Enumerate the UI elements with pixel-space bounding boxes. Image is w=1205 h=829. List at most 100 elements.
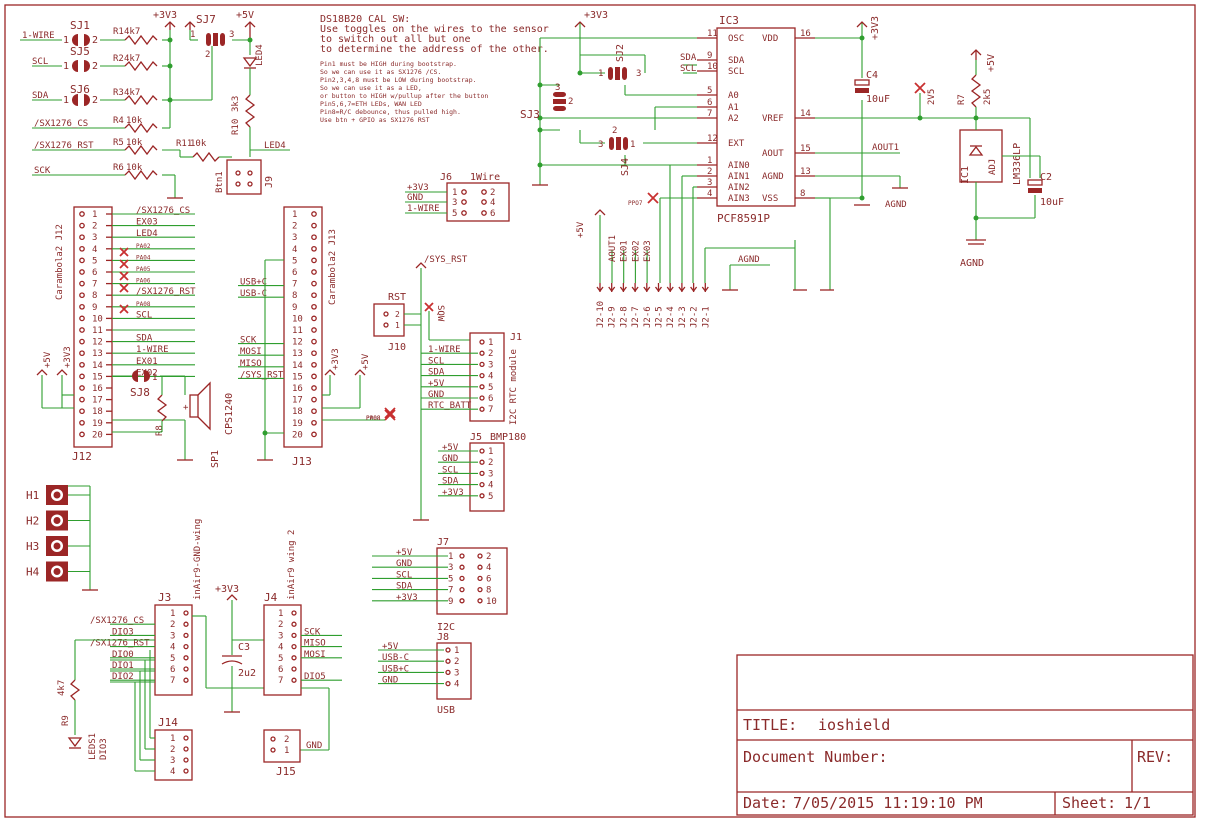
j6-pin-number: 4 <box>490 198 495 208</box>
svg-text:Pin2,3,4,8 must be LOW during: Pin2,3,4,8 must be LOW during bootstrap. <box>320 76 477 84</box>
title-value: ioshield <box>818 716 890 734</box>
j2-pin-label: J2-3 <box>678 306 688 328</box>
date-label: Date: <box>743 794 788 812</box>
j15-pin-number: 1 <box>284 746 289 756</box>
svg-text:IC1: IC1 <box>960 166 971 184</box>
j7-net-label: +5V <box>396 548 413 558</box>
svg-text:4k7: 4k7 <box>124 27 140 37</box>
svg-text:10k: 10k <box>126 116 143 126</box>
pin-number: 1 <box>488 338 493 348</box>
sj1-jumper: SJ1 1-WIRE 1 2 <box>20 19 125 46</box>
j3-net-label: DIO0 <box>112 650 134 660</box>
svg-text:+3V3: +3V3 <box>584 10 608 21</box>
svg-text:+3V3: +3V3 <box>407 183 429 193</box>
pin-number: 4 <box>454 680 459 690</box>
svg-text:SJ4: SJ4 <box>620 158 631 176</box>
svg-text:SQW: SQW <box>435 305 445 322</box>
j3-pin-number: 3 <box>170 631 175 641</box>
j4-net-label: DIO5 <box>304 672 326 682</box>
j13-net-label: /SYS_RST <box>240 370 284 380</box>
j13-net-label: USB-C <box>240 289 267 299</box>
svg-text:AOUT1: AOUT1 <box>872 143 899 153</box>
svg-text:4k7: 4k7 <box>124 88 140 98</box>
svg-text:SCL: SCL <box>680 64 696 74</box>
j13-pin-number: 19 <box>292 419 303 429</box>
svg-text:10k: 10k <box>126 138 143 148</box>
j13-pin-number: 12 <box>292 338 303 348</box>
left-signal-nets: /SX1276_CS /SX1276_RST SCK <box>32 119 125 176</box>
hole-label: H2 <box>26 515 39 528</box>
ic3-pin-number: 1 <box>707 156 712 166</box>
svg-text:2: 2 <box>612 126 617 136</box>
ic3-pin-number: 15 <box>800 144 811 154</box>
svg-text:Use btn + GPIO as SX1276 RST: Use btn + GPIO as SX1276 RST <box>320 116 430 124</box>
svg-text:C3: C3 <box>238 642 250 653</box>
j12-net-label: SDA <box>136 334 153 344</box>
net-label: USB+C <box>382 664 409 674</box>
svg-text:10uF: 10uF <box>866 94 890 105</box>
j3-net-label: /SX1276_CS <box>90 616 144 626</box>
svg-text:BMP180: BMP180 <box>490 432 526 443</box>
svg-text:IC3: IC3 <box>719 14 739 27</box>
ic3-pin-number: 8 <box>800 189 805 199</box>
resistor-ladder: R1 4k7 R2 4k7 R3 4k7 R4 10k R5 10k R6 10… <box>113 27 232 199</box>
net-label: USB-C <box>382 653 409 663</box>
j3-pin-number: 2 <box>170 620 175 630</box>
svg-text:GND: GND <box>407 193 423 203</box>
svg-text:1: 1 <box>63 35 69 46</box>
svg-text:+3V3: +3V3 <box>331 348 341 370</box>
svg-text:inAir9 wing 2: inAir9 wing 2 <box>287 530 297 600</box>
sheet-value: 1/1 <box>1124 794 1151 812</box>
svg-text:SJ2: SJ2 <box>615 44 626 62</box>
svg-text:PPO7: PPO7 <box>628 200 643 207</box>
j12-pin-number: 20 <box>92 430 103 440</box>
j7-net-label: +3V3 <box>396 593 418 603</box>
j3-net-label: DIO1 <box>112 661 134 671</box>
hole-label: H1 <box>26 489 39 502</box>
svg-text:I2C RTC module: I2C RTC module <box>509 349 519 425</box>
j13-pin-number: 20 <box>292 430 303 440</box>
j13-pin-number: 8 <box>292 291 297 301</box>
svg-text:10uF: 10uF <box>1040 197 1064 208</box>
svg-text:1: 1 <box>63 61 69 72</box>
svg-text:J13: J13 <box>292 455 312 468</box>
svg-text:Pin8=R/C debounce, thus pulled: Pin8=R/C debounce, thus pulled high. <box>320 108 461 116</box>
ic3-pin-number: 12 <box>707 134 718 144</box>
pin-number: 4 <box>488 372 493 382</box>
pin-number: 5 <box>488 492 493 502</box>
svg-text:10k: 10k <box>190 139 207 149</box>
j1-net-label: SDA <box>428 368 445 378</box>
svg-text:CPS1240: CPS1240 <box>224 393 235 435</box>
ic3-pin-number: 5 <box>707 86 712 96</box>
svg-text:SP1: SP1 <box>210 450 221 468</box>
net-label: +5V <box>442 443 459 453</box>
title-block: TITLE: ioshield Document Number: REV: Da… <box>736 654 1194 816</box>
svg-text:3: 3 <box>636 69 641 79</box>
svg-text:+3V3: +3V3 <box>63 346 73 368</box>
j12-pin-number: 9 <box>92 303 97 313</box>
svg-text:Pin5,6,7=ETH LEDs, WAN LED: Pin5,6,7=ETH LEDs, WAN LED <box>320 100 422 108</box>
svg-text:SJ1: SJ1 <box>70 19 90 32</box>
j12-pin-number: 10 <box>92 314 103 324</box>
j13-pin-number: 17 <box>292 396 303 406</box>
ic3-pin-number: 16 <box>800 29 811 39</box>
j4-pin-number: 2 <box>278 620 283 630</box>
supply-3v3-top: +3V3 <box>153 10 198 41</box>
j12-net-label: /SX1276_RST <box>136 287 196 297</box>
svg-text:2: 2 <box>395 310 400 319</box>
j14-pin-number: 4 <box>170 767 175 777</box>
ic3-pin-label: SDA <box>728 56 745 66</box>
j2-pin-label: J2-4 <box>666 306 676 328</box>
pin-number: 7 <box>488 405 493 415</box>
svg-text:R10: R10 <box>231 119 241 135</box>
svg-text:to switch out all but one: to switch out all but one <box>320 34 471 45</box>
sj6-jumper: SJ6 SDA 1 2 <box>32 83 125 106</box>
pin-number: 2 <box>488 349 493 359</box>
j7-pin-number: 10 <box>486 597 497 607</box>
